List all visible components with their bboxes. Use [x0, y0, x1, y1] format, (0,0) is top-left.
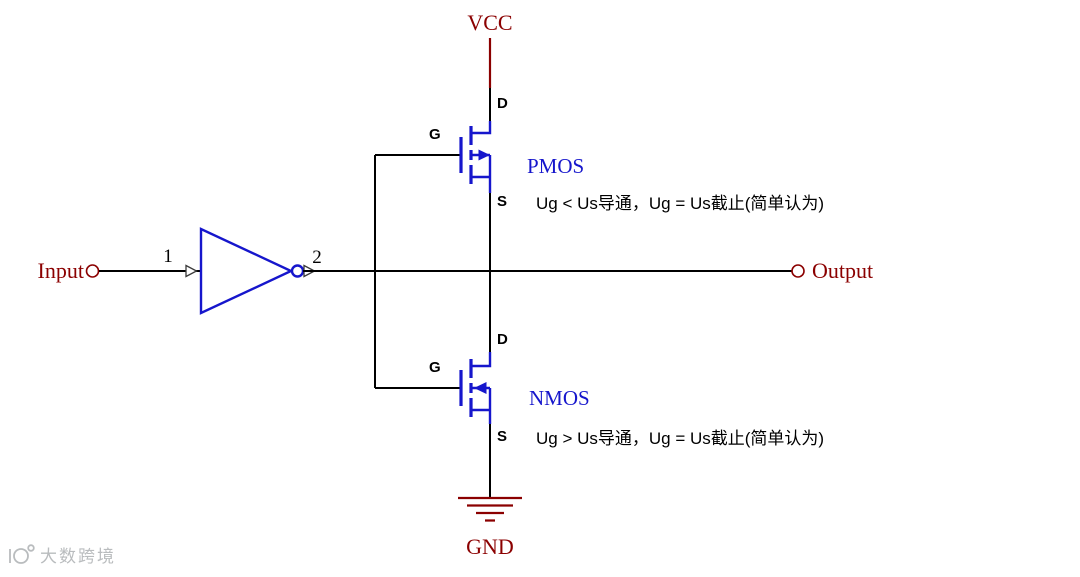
- pmos-transistor: G D S PMOS Ug < Us导通，Ug = Us截止(简单认为): [429, 95, 824, 271]
- nmos-gate-label: G: [429, 359, 441, 376]
- nmos-transistor: G D S NMOS Ug > Us导通，Ug = Us截止(简单认为): [429, 271, 824, 497]
- pmos-drain-label: D: [497, 95, 508, 112]
- nmos-drain-label: D: [497, 331, 508, 348]
- inverter-bubble: [290, 264, 305, 278]
- watermark-logo-icon: [27, 544, 35, 552]
- pmos-source-label: S: [497, 193, 507, 210]
- pmos-leads: [471, 121, 492, 193]
- output-label: Output: [812, 258, 873, 283]
- watermark: 大数跨境: [9, 544, 116, 566]
- watermark-logo-icon: [13, 548, 29, 564]
- nmos-label: NMOS: [529, 386, 590, 410]
- net2-label: 2: [312, 247, 322, 268]
- gate-branch: [374, 154, 461, 389]
- nmos-body-arrow-icon: [474, 382, 487, 394]
- vcc-label: VCC: [467, 10, 512, 35]
- gnd-label: GND: [466, 534, 514, 559]
- watermark-text: 大数跨境: [40, 547, 116, 566]
- input-terminal: Input 1: [38, 246, 200, 283]
- pmos-gate-label: G: [429, 126, 441, 143]
- input-terminal-circle: [85, 264, 100, 278]
- net1-label: 1: [163, 246, 173, 267]
- nmos-note: Ug > Us导通，Ug = Us截止(简单认为): [536, 429, 824, 448]
- pmos-note: Ug < Us导通，Ug = Us截止(简单认为): [536, 194, 824, 213]
- vcc-rail: VCC: [467, 10, 513, 121]
- output-terminal-circle: [791, 264, 805, 278]
- ground-symbol: [458, 496, 522, 522]
- inverter-triangle: [199, 227, 294, 315]
- gnd-rail: GND: [458, 496, 522, 559]
- net-arrow-icon: [185, 264, 198, 278]
- input-label: Input: [38, 258, 84, 283]
- output-terminal: Output: [791, 258, 873, 283]
- pmos-label: PMOS: [527, 154, 584, 178]
- nmos-source-label: S: [497, 428, 507, 445]
- pmos-body-arrow-icon: [478, 149, 490, 161]
- nmos-leads: [471, 352, 492, 424]
